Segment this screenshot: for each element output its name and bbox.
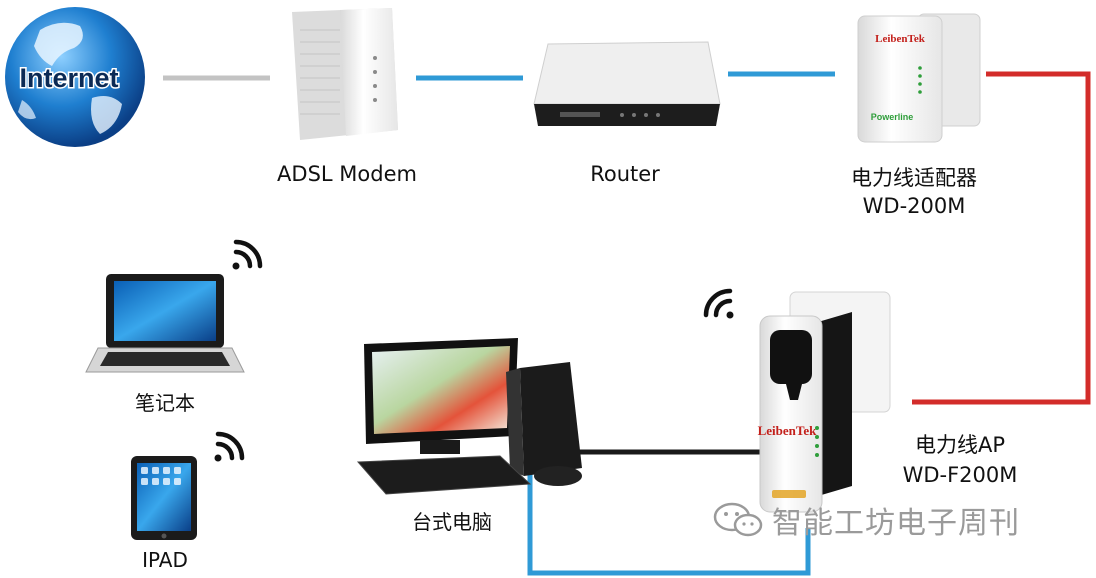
- wechat-icon: [713, 502, 763, 537]
- desktop-ap-blue-link: [527, 466, 811, 576]
- router-icon: [533, 41, 721, 126]
- ap-brand: LeibenTek: [758, 423, 818, 438]
- connection-lines: [163, 71, 1091, 576]
- watermark-text: 智能工坊电子周刊: [772, 506, 1020, 541]
- adapter-name-label: 电力线适配器: [851, 166, 977, 190]
- router-label: Router: [590, 162, 660, 186]
- desktop-label: 台式电脑: [412, 510, 492, 534]
- modem-icon: [292, 8, 398, 140]
- tablet-icon: [131, 456, 197, 540]
- internet-node: Internet: [5, 7, 145, 147]
- globe-icon: [5, 7, 145, 147]
- wifi-icon: [214, 431, 245, 462]
- wifi-icon: [703, 288, 734, 319]
- ap-name-label: 电力线AP: [914, 433, 1006, 457]
- ap-model-label: WD-F200M: [902, 463, 1018, 487]
- powerline-ap-icon: LeibenTek: [758, 291, 891, 513]
- adapter-model-label: WD-200M: [862, 194, 966, 218]
- adapter-icon: LeibenTek Powerline: [857, 13, 981, 143]
- internet-label: Internet: [19, 63, 118, 93]
- ipad-label: IPAD: [142, 548, 188, 572]
- modem-label: ADSL Modem: [277, 162, 417, 186]
- powerline-link: [912, 71, 1091, 405]
- wifi-icon: [232, 239, 263, 270]
- adapter-brand: LeibenTek: [875, 33, 926, 45]
- desktop-icon: [356, 338, 582, 495]
- adapter-powerline-text: Powerline: [871, 112, 914, 122]
- laptop-label: 笔记本: [135, 391, 195, 415]
- laptop-icon: [85, 274, 245, 373]
- watermark: 智能工坊电子周刊: [712, 500, 1020, 541]
